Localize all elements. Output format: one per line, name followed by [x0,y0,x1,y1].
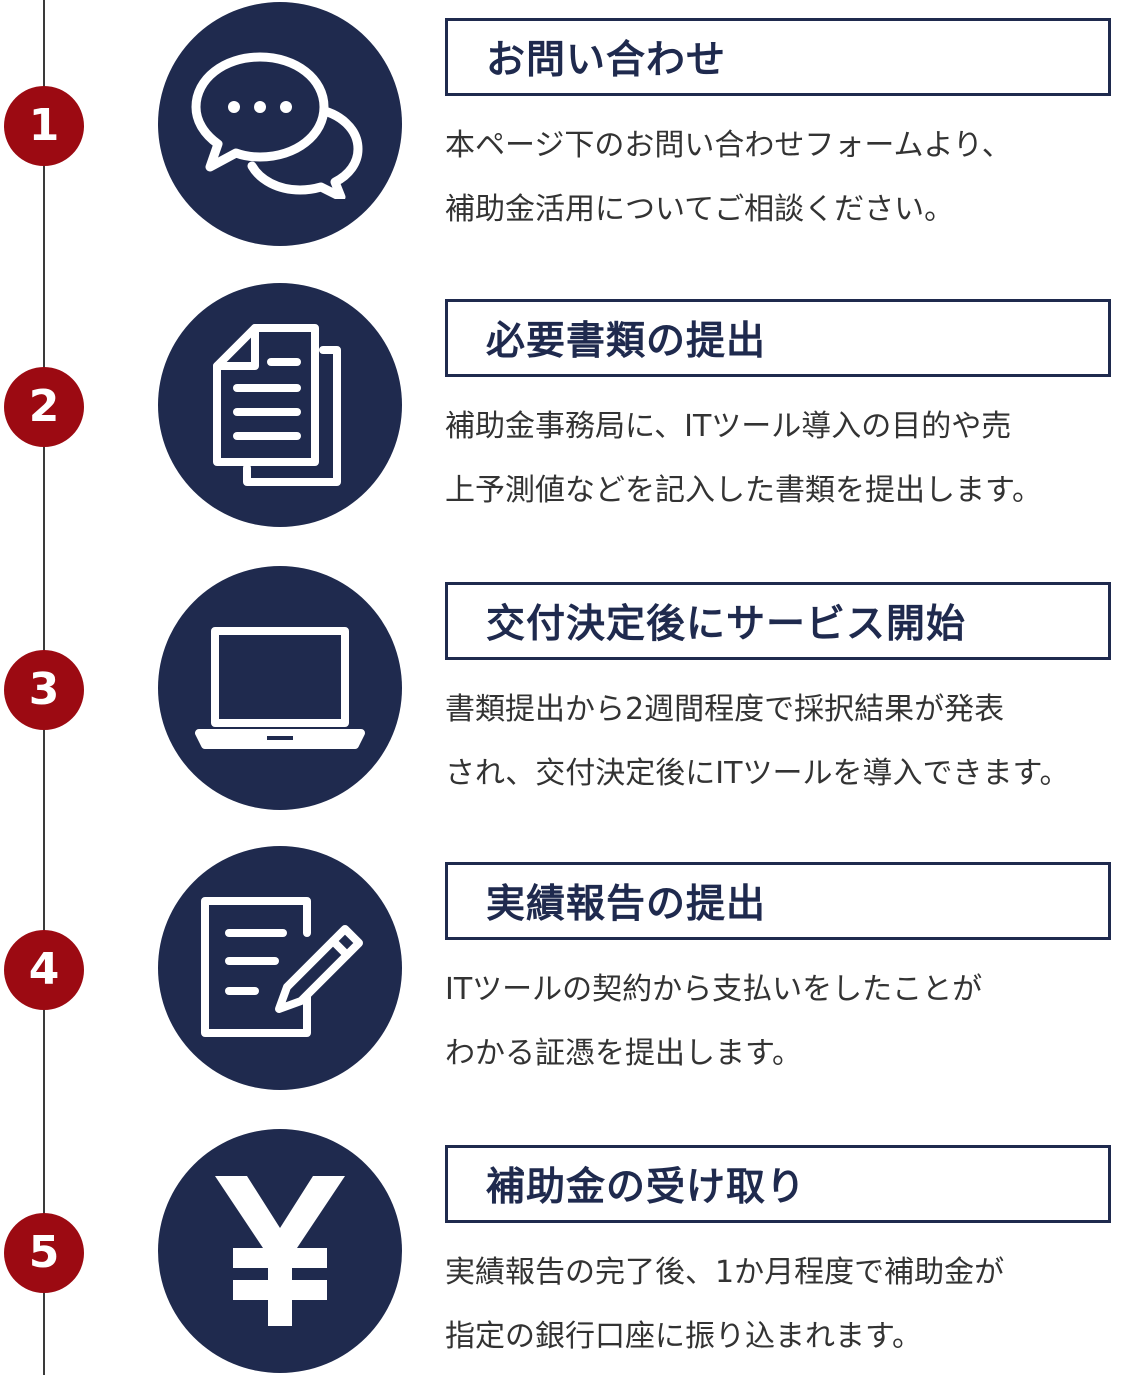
step-title: 補助金の受け取り [486,1165,807,1210]
step-title: 交付決定後にサービス開始 [486,602,967,647]
step-title: 必要書類の提出 [486,319,767,364]
report-edit-icon [201,897,363,1037]
step-5: 5 補助金の受け取り 実績報告の完了後、1か月程度で補助金が 指定の銀行口座に振… [0,1129,1121,1379]
step-description-line: 本ページ下のお問い合わせフォームより、 [445,128,1012,163]
step-number: 5 [4,1213,84,1293]
step-2: 2 必要書類の提出 補助金事務局に、ITツール導入の目的や売 上予測値などを記入… [0,283,1121,533]
step-description-line: 書類提出から2週間程度で採択結果が発表 [445,692,1005,727]
step-description-line: 実績報告の完了後、1か月程度で補助金が [445,1255,1005,1290]
step-description-line: され、交付決定後にITツールを導入できます。 [445,756,1070,791]
step-description-line: 補助金事務局に、ITツール導入の目的や売 [445,409,1012,444]
step-title-box: お問い合わせ [445,18,1111,96]
step-title-box: 補助金の受け取り [445,1145,1111,1223]
step-description-line: ITツールの契約から支払いをしたことが [445,972,983,1007]
step-description: 書類提出から2週間程度で採択結果が発表 され、交付決定後にITツールを導入できま… [445,678,1121,806]
step-title-box: 交付決定後にサービス開始 [445,582,1111,660]
step-description: 本ページ下のお問い合わせフォームより、 補助金活用についてご相談ください。 [445,114,1121,242]
step-4: 4 実績報告の提出 ITツールの契約から支払いをしたことが わかる証憑を提出しま… [0,846,1121,1096]
step-title: お問い合わせ [486,38,727,83]
step-description-line: 上予測値などを記入した書類を提出します。 [445,473,1042,508]
step-description: 実績報告の完了後、1か月程度で補助金が 指定の銀行口座に振り込まれます。 [445,1241,1121,1369]
step-number: 2 [4,367,84,447]
step-icon-circle [158,846,402,1090]
step-icon-circle [158,2,402,246]
documents-icon [213,324,341,486]
step-number: 4 [4,930,84,1010]
step-description-line: わかる証憑を提出します。 [445,1036,802,1071]
step-description-line: 補助金活用についてご相談ください。 [445,192,955,227]
step-number: 3 [4,650,84,730]
step-icon-circle [158,1129,402,1373]
step-description: 補助金事務局に、ITツール導入の目的や売 上予測値などを記入した書類を提出します… [445,395,1121,523]
step-title: 実績報告の提出 [486,882,767,927]
step-description-line: 指定の銀行口座に振り込まれます。 [445,1319,922,1354]
step-3: 3 交付決定後にサービス開始 書類提出から2週間程度で採択結果が発表 され、交付… [0,566,1121,816]
laptop-icon [195,627,365,749]
step-title-box: 必要書類の提出 [445,299,1111,377]
step-icon-circle [158,283,402,527]
step-icon-circle [158,566,402,810]
yen-icon [215,1176,345,1326]
step-description: ITツールの契約から支払いをしたことが わかる証憑を提出します。 [445,958,1121,1086]
step-number: 1 [4,86,84,166]
step-title-box: 実績報告の提出 [445,862,1111,940]
chat-bubbles-icon [191,52,363,199]
step-1: 1 お問い合わせ 本ページ下のお問い合わせフォームより、 補助金活用についてご相… [0,2,1121,252]
